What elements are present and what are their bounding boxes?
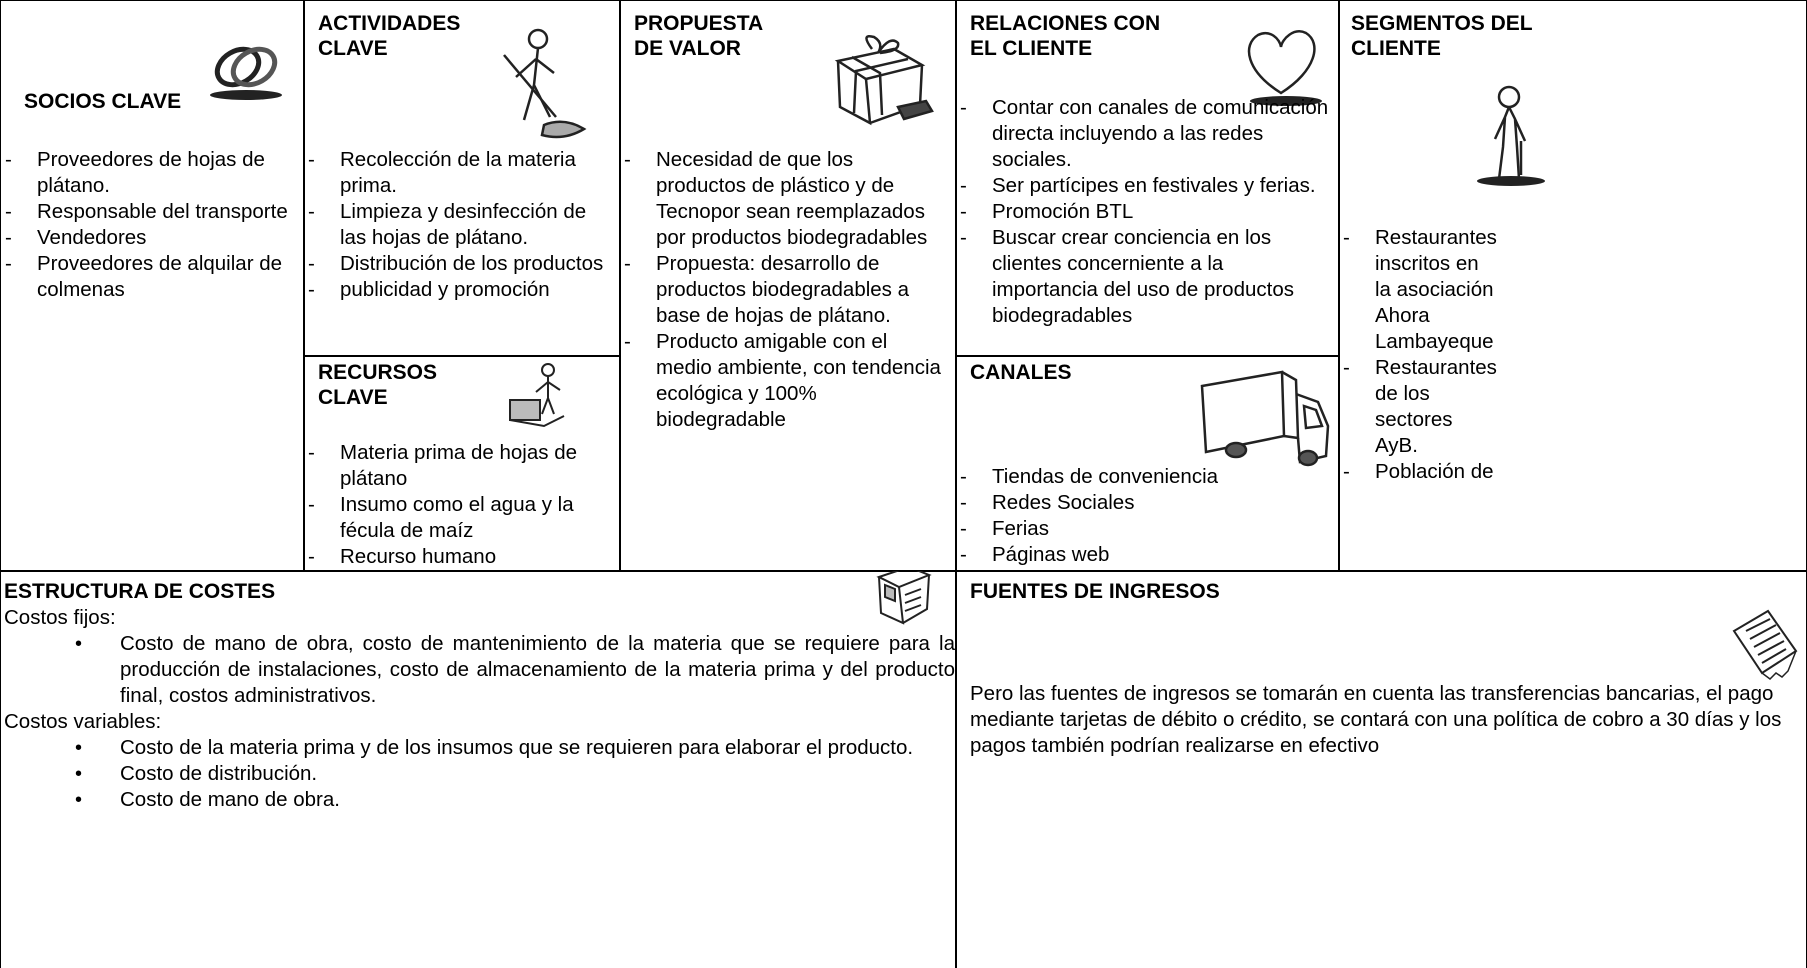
variable-costs-label: Costos variables: bbox=[4, 710, 162, 733]
list-item: Costo de la materia prima y de los insum… bbox=[1, 735, 955, 761]
canales-title: CANALES bbox=[970, 361, 1072, 384]
actividades-list: Recolección de la materia prima. Limpiez… bbox=[304, 147, 604, 303]
fuentes-ingresos-title: FUENTES DE INGRESOS bbox=[970, 580, 1220, 603]
rings-icon bbox=[206, 37, 286, 101]
list-item: Buscar crear conciencia en los clientes … bbox=[956, 225, 1331, 329]
canales-cell: CANALES Tiendas de conveniencia Redes So… bbox=[955, 355, 1340, 572]
list-item: Costo de mano de obra, costo de mantenim… bbox=[1, 631, 955, 709]
list-item: Contar con canales de comunicación direc… bbox=[956, 95, 1331, 173]
list-item: Responsable del transporte bbox=[1, 199, 289, 225]
socios-list: Proveedores de hojas de plátano. Respons… bbox=[1, 147, 289, 303]
relaciones-cliente-title: RELACIONES CON EL CLIENTE bbox=[970, 12, 1161, 60]
segmentos-list: Restaurantes inscritos en la asociación … bbox=[1339, 225, 1499, 485]
socios-clave-cell: SOCIOS CLAVE Proveedores de hojas de plá… bbox=[0, 0, 305, 572]
list-item: Recolección de la materia prima. bbox=[304, 147, 604, 199]
list-item: Costo de distribución. bbox=[1, 761, 955, 787]
digging-person-icon bbox=[494, 25, 590, 143]
variable-costs-list: Costo de la materia prima y de los insum… bbox=[1, 735, 955, 813]
list-item: Distribución de los productos bbox=[304, 251, 604, 277]
relaciones-list: Contar con canales de comunicación direc… bbox=[956, 95, 1331, 329]
estructura-costes-title: ESTRUCTURA DE COSTES bbox=[4, 580, 276, 603]
list-item: Restaurantes de los sectores AyB. bbox=[1339, 355, 1499, 459]
propuesta-valor-title: PROPUESTA DE VALOR bbox=[634, 12, 764, 60]
list-item: Ser partícipes en festivales y ferias. bbox=[956, 173, 1331, 199]
list-item: Redes Sociales bbox=[956, 490, 1331, 516]
list-item: Producto amigable con el medio ambiente,… bbox=[620, 329, 948, 433]
list-item: Población de bbox=[1339, 459, 1499, 485]
canales-list: Tiendas de conveniencia Redes Sociales F… bbox=[956, 464, 1331, 568]
list-item: Costo de mano de obra. bbox=[1, 787, 955, 813]
recursos-clave-title: RECURSOS CLAVE bbox=[318, 361, 438, 409]
segmentos-cliente-cell: SEGMENTOS DEL CLIENTE Restaurantes inscr… bbox=[1338, 0, 1807, 572]
list-item: Promoción BTL bbox=[956, 199, 1331, 225]
list-item: Insumo como el agua y la fécula de maíz bbox=[304, 492, 604, 544]
propuesta-list: Necesidad de que los productos de plásti… bbox=[620, 147, 948, 433]
standing-person-icon bbox=[1469, 83, 1549, 189]
list-item: Necesidad de que los productos de plásti… bbox=[620, 147, 948, 251]
cash-register-icon bbox=[869, 571, 937, 627]
fuentes-ingresos-cell: FUENTES DE INGRESOS Pero las fuentes de … bbox=[955, 570, 1807, 968]
estructura-costes-cell: ESTRUCTURA DE COSTES Costos fijos: Costo… bbox=[0, 570, 957, 968]
list-item: Materia prima de hojas de plátano bbox=[304, 440, 604, 492]
fixed-costs-list: Costo de mano de obra, costo de mantenim… bbox=[1, 631, 955, 709]
person-with-machine-icon bbox=[504, 362, 576, 430]
list-item: Recurso humano bbox=[304, 544, 604, 570]
list-item: Restaurantes inscritos en la asociación … bbox=[1339, 225, 1499, 355]
receipt-icon bbox=[1724, 601, 1806, 685]
propuesta-valor-cell: PROPUESTA DE VALOR Necesidad de que los … bbox=[619, 0, 957, 572]
list-item: publicidad y promoción bbox=[304, 277, 604, 303]
list-item: Proveedores de alquilar de colmenas bbox=[1, 251, 289, 303]
list-item: Tiendas de conveniencia bbox=[956, 464, 1331, 490]
relaciones-cliente-cell: RELACIONES CON EL CLIENTE Contar con can… bbox=[955, 0, 1340, 357]
truck-icon bbox=[1196, 366, 1334, 470]
socios-clave-title: SOCIOS CLAVE bbox=[24, 90, 182, 113]
list-item: Páginas web bbox=[956, 542, 1331, 568]
recursos-list: Materia prima de hojas de plátano Insumo… bbox=[304, 440, 604, 570]
list-item: Limpieza y desinfección de las hojas de … bbox=[304, 199, 604, 251]
segmentos-cliente-title: SEGMENTOS DEL CLIENTE bbox=[1351, 12, 1533, 60]
list-item: Vendedores bbox=[1, 225, 289, 251]
actividades-clave-title: ACTIVIDADES CLAVE bbox=[318, 12, 461, 60]
recursos-clave-cell: RECURSOS CLAVE Materia prima de hojas de… bbox=[303, 355, 621, 572]
gift-box-icon bbox=[818, 31, 936, 129]
list-item: Proveedores de hojas de plátano. bbox=[1, 147, 289, 199]
fixed-costs-label: Costos fijos: bbox=[4, 606, 116, 629]
list-item: Ferias bbox=[956, 516, 1331, 542]
fuentes-ingresos-text: Pero las fuentes de ingresos se tomarán … bbox=[970, 682, 1782, 757]
actividades-clave-cell: ACTIVIDADES CLAVE Recolección de la mate… bbox=[303, 0, 621, 357]
list-item: Propuesta: desarrollo de productos biode… bbox=[620, 251, 948, 329]
